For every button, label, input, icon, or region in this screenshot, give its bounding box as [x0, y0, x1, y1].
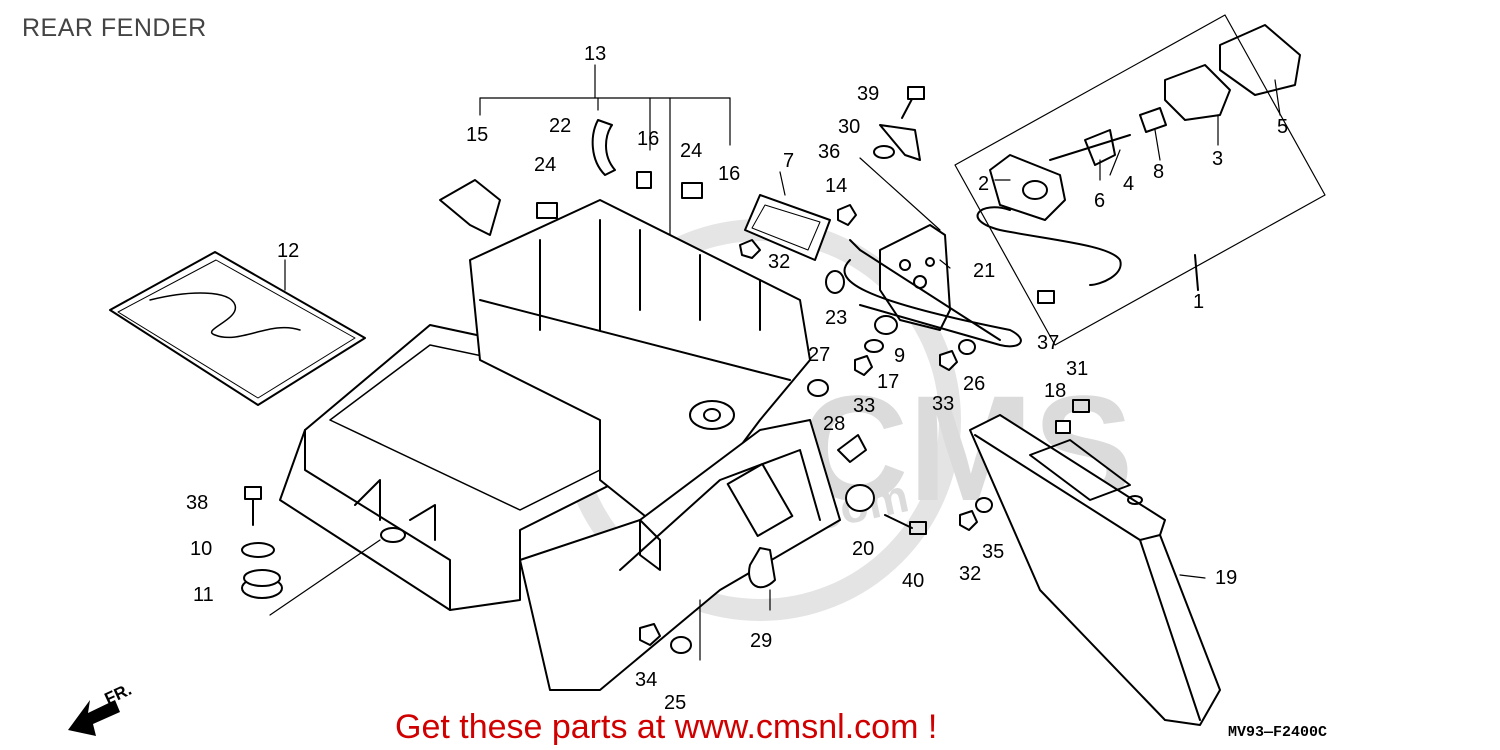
callout-16b: 16 — [718, 163, 740, 185]
callout-14: 14 — [825, 175, 847, 197]
hardware-9-grommet — [874, 315, 898, 335]
callout-38: 38 — [186, 492, 208, 514]
hardware-17-screw — [864, 339, 884, 353]
part-6-bulb-socket — [1049, 129, 1131, 166]
callout-4: 4 — [1123, 173, 1134, 195]
callout-32b: 32 — [959, 563, 981, 585]
part-5-lens-cover — [1219, 24, 1301, 96]
callout-39: 39 — [857, 83, 879, 105]
callout-15: 15 — [466, 124, 488, 146]
hardware-28-cushion — [837, 434, 867, 463]
hardware-27-cap — [807, 379, 829, 397]
hardware-40-bolt — [884, 514, 927, 535]
hardware-31-bolt — [1072, 399, 1090, 413]
callout-16a: 16 — [637, 128, 659, 150]
callout-32a: 32 — [768, 251, 790, 273]
hardware-18-collar — [1055, 420, 1071, 434]
callout-24a: 24 — [534, 154, 556, 176]
callout-18: 18 — [1044, 380, 1066, 402]
hardware-32b-nut — [959, 510, 978, 531]
part-7-reflector — [744, 194, 831, 261]
callout-6: 6 — [1094, 190, 1105, 212]
part-fender-body — [279, 199, 841, 691]
part-19-side-panel — [969, 414, 1221, 726]
callout-20: 20 — [852, 538, 874, 560]
hardware-33a-nut — [854, 355, 873, 376]
part-2-taillight-base — [976, 154, 1122, 286]
front-direction-arrow: FR. — [68, 680, 135, 736]
hardware-36-washer — [873, 145, 895, 159]
part-3-lens — [1164, 64, 1231, 121]
hardware-20-grommet — [845, 484, 875, 512]
taillight-group-outline — [954, 14, 1326, 346]
callout-12: 12 — [277, 240, 299, 262]
callout-23: 23 — [825, 307, 847, 329]
part-21-license-bracket — [843, 224, 1022, 348]
callout-5: 5 — [1277, 116, 1288, 138]
hardware-26-washer — [958, 339, 976, 355]
group-13-bracket — [479, 64, 731, 236]
hardware-38-bolt — [244, 486, 262, 526]
hardware-35-washer — [975, 497, 993, 513]
callout-7: 7 — [783, 150, 794, 172]
callout-2: 2 — [978, 173, 989, 195]
callout-30: 30 — [838, 116, 860, 138]
callout-27: 27 — [808, 344, 830, 366]
callout-8: 8 — [1153, 161, 1164, 183]
hardware-32-nut-top — [739, 239, 761, 259]
hardware-37-bolt — [1037, 290, 1055, 304]
callout-17: 17 — [877, 371, 899, 393]
callout-21: 21 — [973, 260, 995, 282]
hardware-16-collar — [636, 171, 652, 189]
callout-26: 26 — [963, 373, 985, 395]
callout-labels: 1 2 3 4 5 6 7 8 9 10 11 12 13 14 15 16 1… — [186, 43, 1288, 714]
callout-11: 11 — [193, 584, 214, 606]
part-12-mat — [109, 251, 366, 406]
page-title: REAR FENDER — [22, 14, 207, 42]
callout-1: 1 — [1193, 291, 1204, 313]
promo-link[interactable]: Get these parts at www.cmsnl.com ! — [395, 708, 937, 746]
callout-19: 19 — [1215, 567, 1237, 589]
callout-37: 37 — [1037, 332, 1059, 354]
hardware-39-screw — [901, 86, 925, 119]
callout-22: 22 — [549, 115, 571, 137]
callout-29: 29 — [750, 630, 772, 652]
leader-lines — [284, 79, 1281, 661]
callout-36: 36 — [818, 141, 840, 163]
callout-33a: 33 — [853, 395, 875, 417]
callout-40: 40 — [902, 570, 924, 592]
callout-3: 3 — [1212, 148, 1223, 170]
callout-28: 28 — [823, 413, 845, 435]
hardware-24a-nut — [536, 202, 558, 219]
callout-9: 9 — [894, 345, 905, 367]
hardware-10-collar — [241, 542, 275, 558]
hardware-24b-nut — [681, 182, 703, 199]
callout-31: 31 — [1066, 358, 1088, 380]
drawing-code: MV93—F2400C — [1228, 724, 1327, 741]
callout-24b: 24 — [680, 140, 702, 162]
hardware-15-clip — [439, 179, 501, 236]
hardware-34-nut — [639, 623, 661, 646]
hardware-25-collar — [670, 636, 692, 654]
hardware-14-nut — [837, 204, 857, 226]
callout-25: 25 — [664, 692, 686, 714]
callout-10: 10 — [190, 538, 212, 560]
callout-35: 35 — [982, 541, 1004, 563]
hardware-33b-nut — [939, 350, 958, 371]
hardware-30-bracket — [879, 124, 921, 161]
callout-13: 13 — [584, 43, 606, 65]
callout-34: 34 — [635, 669, 657, 691]
hardware-29-clamp — [748, 547, 776, 589]
hardware-11-grommet — [241, 569, 283, 599]
part-8-bulb — [1139, 107, 1167, 133]
hardware-23-grommet — [825, 270, 845, 294]
hardware-22-clamp — [591, 119, 616, 176]
callout-33b: 33 — [932, 393, 954, 415]
